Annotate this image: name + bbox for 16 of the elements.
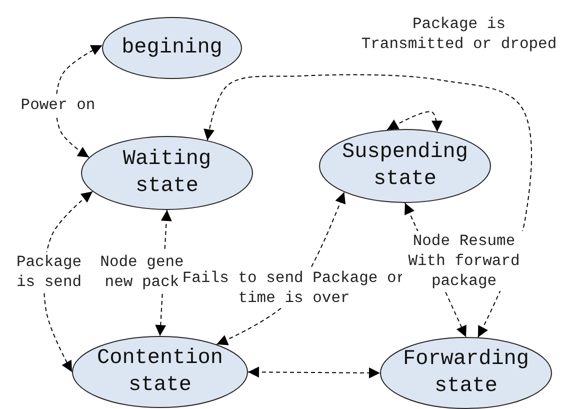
state-name: Contention state (96, 346, 224, 399)
edge-label: Node Resume With forward package (402, 231, 526, 291)
state-name: begining (120, 36, 224, 62)
edge-label: Package is Transmitted or droped (360, 14, 558, 54)
dashed-arrow (248, 366, 380, 378)
state-name: Suspending state (340, 140, 470, 193)
state-ellipse (319, 129, 491, 203)
state-ellipse (81, 136, 253, 210)
state-name: Forwarding state (402, 347, 530, 400)
state-ellipse (380, 337, 552, 409)
dashed-arrow (386, 111, 442, 132)
state-ellipse (102, 17, 242, 79)
dashed-arrow (204, 74, 532, 338)
dashed-arrow (55, 44, 103, 158)
state-ellipse (72, 336, 248, 408)
state-name: Waiting state (122, 147, 212, 200)
